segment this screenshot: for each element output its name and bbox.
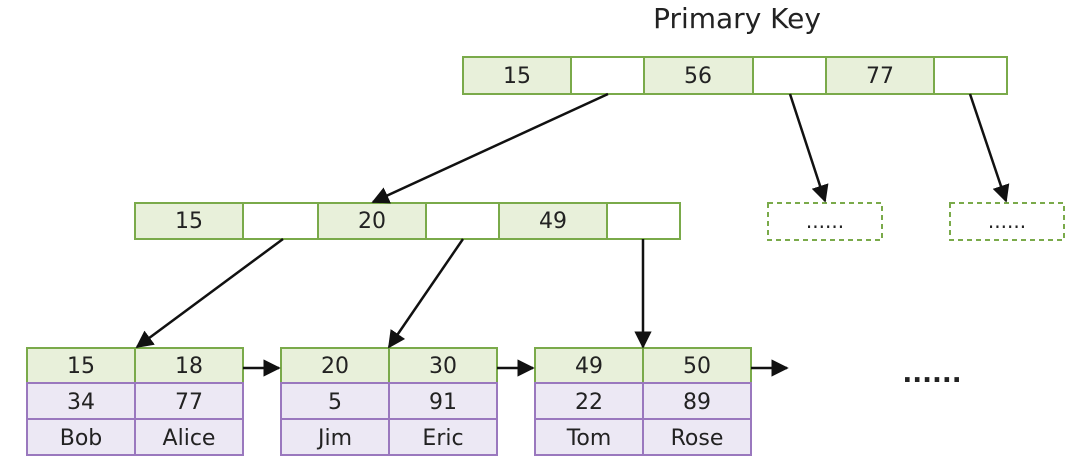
placeholder-ellipsis: ...... bbox=[988, 209, 1026, 233]
leaf-name-text: Tom bbox=[566, 426, 612, 451]
leaf-data-cell bbox=[26, 418, 136, 456]
internal-node: 15 20 49 bbox=[134, 202, 681, 240]
diagram-title: Primary Key bbox=[653, 2, 821, 35]
leaf-age-text: 91 bbox=[429, 390, 457, 415]
leaf-name-text: Alice bbox=[163, 426, 216, 451]
internal-key-text: 49 bbox=[539, 209, 567, 234]
placeholder-node: ...... bbox=[767, 202, 883, 241]
leaf-age-text: 89 bbox=[683, 390, 711, 415]
root-key-cell bbox=[825, 56, 935, 95]
leaf-age-text: 5 bbox=[328, 390, 342, 415]
leaf-data-cell bbox=[534, 418, 644, 456]
leaf-age-text: 34 bbox=[67, 390, 95, 415]
internal-pointer-cell bbox=[425, 202, 500, 240]
leaf-key-cell bbox=[534, 347, 644, 384]
leaf-key-text: 15 bbox=[67, 354, 95, 379]
pointer-arrow bbox=[135, 237, 284, 349]
internal-pointer-cell bbox=[242, 202, 319, 240]
pointer-arrow bbox=[387, 238, 465, 349]
root-key-text: 15 bbox=[503, 64, 531, 89]
internal-key-text: 20 bbox=[358, 209, 386, 234]
placeholder-ellipsis: ...... bbox=[806, 209, 844, 233]
root-pointer-cell bbox=[570, 56, 645, 95]
leaf-age-text: 77 bbox=[175, 390, 203, 415]
leaf-data-cell bbox=[134, 382, 244, 420]
leaf-name-text: Rose bbox=[671, 426, 724, 451]
placeholder-box bbox=[949, 202, 1065, 241]
leaf-key-text: 49 bbox=[575, 354, 603, 379]
root-pointer-cell bbox=[752, 56, 827, 95]
placeholder-node: ...... bbox=[949, 202, 1065, 241]
leaf-age-text: 22 bbox=[575, 390, 603, 415]
leaf-key-text: 20 bbox=[321, 354, 349, 379]
leaf-data-cell bbox=[280, 382, 390, 420]
root-key-text: 56 bbox=[684, 64, 712, 89]
leaf-name-text: Jim bbox=[316, 426, 352, 451]
leaf-key-cell bbox=[388, 347, 498, 384]
pointer-arrow bbox=[968, 93, 1010, 203]
root-key-text: 77 bbox=[866, 64, 894, 89]
leaf-data-cell bbox=[134, 418, 244, 456]
leaf-key-text: 18 bbox=[175, 354, 203, 379]
leaf-key-cell bbox=[642, 347, 752, 384]
more-leaves-ellipsis: ...... bbox=[902, 359, 961, 389]
internal-key-text: 15 bbox=[175, 209, 203, 234]
leaf-name-text: Eric bbox=[422, 426, 463, 451]
root-key-cell bbox=[462, 56, 572, 95]
leaf-data-cell bbox=[642, 418, 752, 456]
root-key-cell bbox=[643, 56, 754, 95]
leaf-data-cell bbox=[280, 418, 390, 456]
leaf-key-cell bbox=[26, 347, 136, 384]
root-pointer-cell bbox=[933, 56, 1008, 95]
placeholder-box bbox=[767, 202, 883, 241]
leaf-key-text: 30 bbox=[429, 354, 457, 379]
leaf-node: 20 30 5 91 Jim Eric bbox=[280, 347, 498, 456]
pointer-arrow bbox=[788, 93, 829, 203]
leaf-key-text: 50 bbox=[683, 354, 711, 379]
leaf-node: 15 18 34 77 Bob Alice bbox=[26, 347, 244, 456]
internal-pointer-cell bbox=[606, 202, 681, 240]
root-node: 15 56 77 bbox=[462, 56, 1008, 95]
leaf-node: 49 50 22 89 Tom Rose bbox=[534, 347, 752, 456]
internal-key-cell bbox=[498, 202, 608, 240]
leaf-data-cell bbox=[388, 418, 498, 456]
leaf-name-text: Bob bbox=[60, 426, 103, 451]
pointer-arrow bbox=[371, 92, 609, 204]
leaf-key-cell bbox=[134, 347, 244, 384]
